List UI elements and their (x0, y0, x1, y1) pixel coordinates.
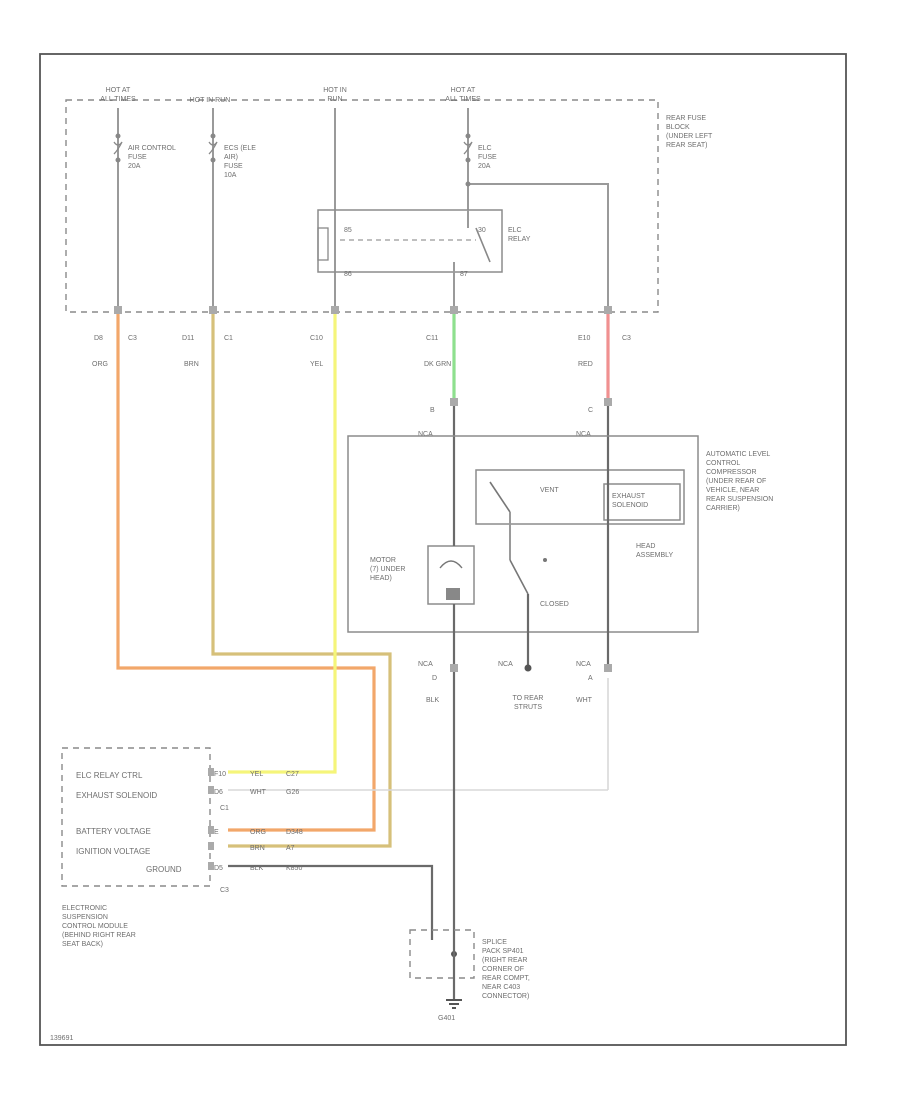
source-label-2: HOT IN RUN (190, 97, 231, 104)
module-row-color-4: ORG (250, 829, 266, 836)
bottom-nca-2: NCA (498, 661, 513, 668)
compressor-nca-c: NCA (576, 431, 591, 438)
compressor-box (347, 435, 699, 633)
module-row-pin-7: C3 (220, 887, 229, 894)
compressor-pin-c: C (588, 407, 593, 414)
fuse-icon (463, 133, 473, 187)
module-pin-markers (208, 768, 214, 870)
fuse-block-outline (65, 99, 659, 313)
vent-label: VENT (540, 487, 559, 494)
module-row-name-1: ELC RELAY CTRL (76, 771, 143, 780)
module-row-name-4: BATTERY VOLTAGE (76, 827, 151, 836)
exhaust-solenoid-box (603, 483, 681, 521)
wire-color-1: ORG (92, 361, 108, 368)
module-row-color-1: YEL (250, 771, 263, 778)
module-rows: ELC RELAY CTRL F10 YEL C27 EXHAUST SOLEN… (76, 771, 303, 894)
module-row-color-5: BRN (250, 845, 265, 852)
footer-code: 139691 (50, 1035, 73, 1042)
module-row-color-6: BLK (250, 865, 264, 872)
exhaust-box (475, 469, 685, 525)
connector-pin-1: D8 (94, 335, 103, 342)
elc-relay-box (317, 209, 503, 273)
relay-pin-87: 87 (460, 271, 468, 278)
relay-coil-icon (317, 227, 329, 261)
wire-brown (211, 314, 392, 848)
module-row-pin-3: C1 (220, 805, 229, 812)
compressor-pin-c-marker (604, 398, 612, 406)
ground-icon (446, 999, 462, 1009)
module-row-name-2: EXHAUST SOLENOID (76, 791, 157, 800)
module-row-color-2: WHT (250, 789, 267, 796)
diagram-frame (39, 53, 847, 1046)
module-row-ckt-1: C27 (286, 771, 299, 778)
bottom-nca-1: NCA (418, 661, 433, 668)
module-row-ckt-2: G26 (286, 789, 299, 796)
splice-pack-outline (409, 929, 475, 979)
module-row-ckt-6: K850 (286, 865, 302, 872)
module-row-pin-4: E (214, 829, 219, 836)
relay-switch-icon (475, 227, 491, 263)
relay-pin-86: 86 (344, 271, 352, 278)
wire-color-3: YEL (310, 361, 323, 368)
compressor-pin-b-marker (450, 398, 458, 406)
module-row-name-6: GROUND (146, 865, 182, 874)
connector-id-5: C3 (622, 335, 631, 342)
module-row-pin-6: D5 (214, 865, 223, 872)
connector-pin-4: C11 (426, 335, 438, 342)
connector-pin-5: E10 (578, 335, 591, 342)
head-switch-icon (509, 559, 529, 595)
vent-switch-icon (489, 481, 511, 513)
bottom-color-3: WHT (576, 697, 593, 704)
bottom-pin-1: D (432, 675, 437, 682)
strut-splice-icon (524, 664, 532, 672)
wire-yellow (228, 314, 337, 774)
ground-label: G401 (438, 1015, 455, 1022)
module-row-pin-2: D6 (214, 789, 223, 796)
bottom-pin-3: A (588, 675, 593, 682)
connector-id-2: C1 (224, 335, 233, 342)
motor-box (427, 545, 475, 605)
connector-id-1: C3 (128, 335, 137, 342)
module-row-ckt-4: D348 (286, 829, 303, 836)
wire-color-4: DK GRN (424, 361, 451, 368)
wire-orange (116, 314, 376, 832)
connector-markers (114, 306, 612, 314)
module-row-pin-1: F10 (214, 771, 226, 778)
module-row-ckt-5: A7 (286, 845, 295, 852)
fuse-icon (113, 133, 123, 163)
closed-label: CLOSED (540, 601, 569, 608)
wire-color-5: RED (578, 361, 593, 368)
relay-pin-85: 85 (344, 227, 352, 234)
module-row-name-5: IGNITION VOLTAGE (76, 847, 150, 856)
compressor-pin-b: B (430, 407, 435, 414)
relay-pin-30: 30 (478, 227, 486, 234)
fuse-icon (208, 133, 218, 163)
bottom-nca-3: NCA (576, 661, 591, 668)
wire-color-2: BRN (184, 361, 199, 368)
compressor-nca-b: NCA (418, 431, 433, 438)
connector-pin-3: C10 (310, 335, 323, 342)
module-outline (61, 747, 211, 887)
bottom-color-1: BLK (426, 697, 440, 704)
motor-icon (439, 560, 463, 569)
connector-pin-2: D11 (182, 335, 194, 342)
